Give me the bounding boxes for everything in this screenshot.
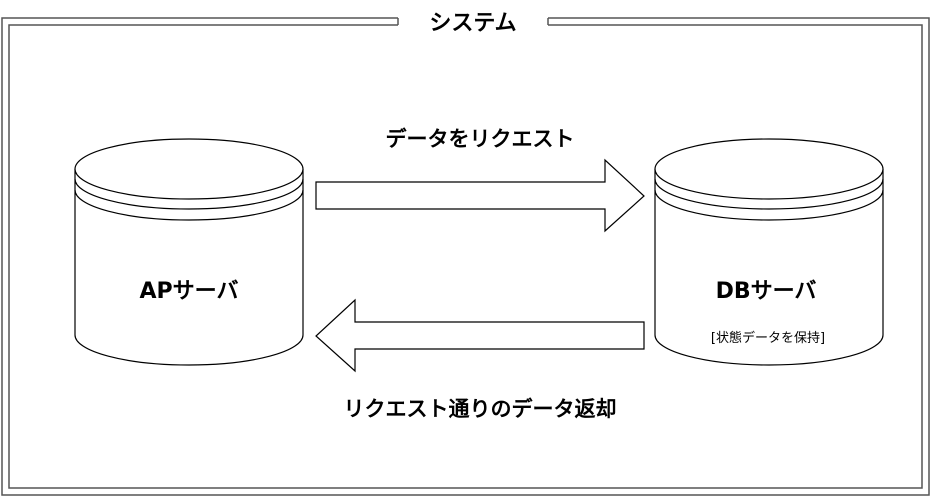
db-server-cylinder bbox=[654, 138, 884, 366]
response-arrow bbox=[315, 298, 645, 373]
db-server-note: [状態データを保持] bbox=[711, 330, 825, 346]
response-label: リクエスト通りのデータ返却 bbox=[344, 397, 617, 421]
request-arrow bbox=[315, 158, 645, 233]
ap-server-cylinder bbox=[74, 138, 304, 366]
frame-title: システム bbox=[429, 11, 516, 36]
ap-server-label: APサーバ bbox=[140, 279, 239, 304]
db-server-label: DBサーバ bbox=[716, 279, 817, 304]
request-label: データをリクエスト bbox=[386, 127, 575, 151]
system-frame bbox=[1, 17, 930, 496]
